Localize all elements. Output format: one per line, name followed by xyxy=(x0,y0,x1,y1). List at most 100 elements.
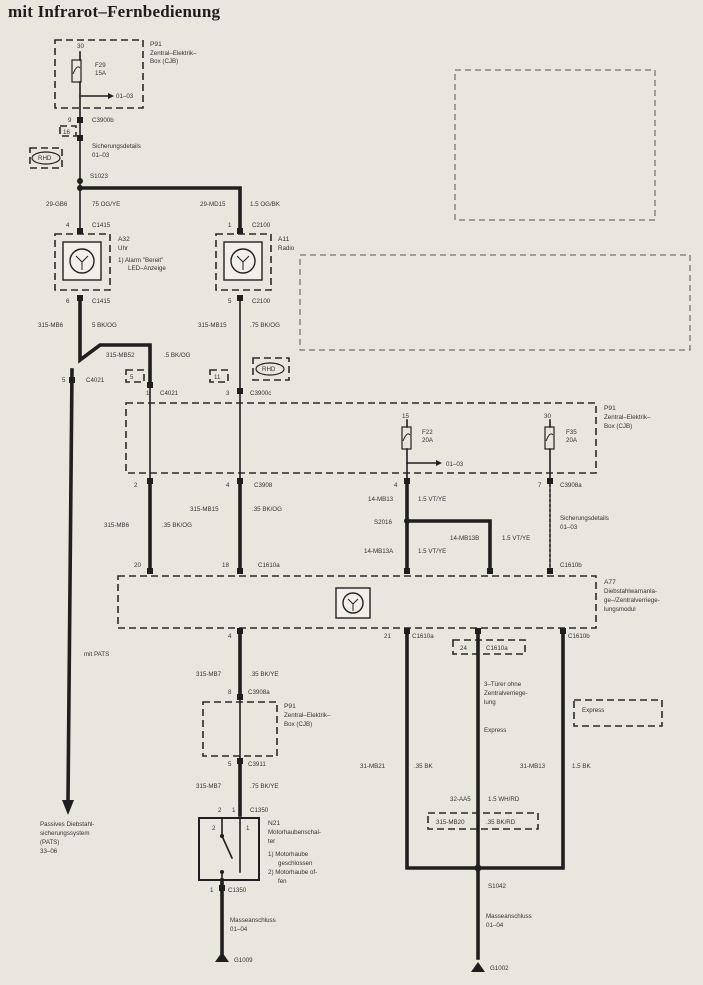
wire-mb13b-code: 14-MB13B xyxy=(450,535,479,542)
rhd-badge xyxy=(31,151,61,165)
arrow-icon xyxy=(436,460,442,466)
arrow-down-icon xyxy=(62,800,74,815)
fuse-icon xyxy=(71,59,82,83)
wire-lower-right-code: 315-MB15 xyxy=(190,506,219,513)
splice-dot xyxy=(474,864,482,872)
ground-icon xyxy=(215,952,229,962)
pats-line1: Passives Diebstahl- xyxy=(40,821,94,828)
mit-pats-label: mit PATS xyxy=(84,651,109,658)
module-a77-desc2: ge–/Zentralverriege- xyxy=(604,597,660,604)
fuse-icon xyxy=(401,426,412,450)
wire-mid-right-color: .75 BK/OG xyxy=(250,322,280,329)
n21-pos-2: 2 xyxy=(212,825,216,832)
c1610-name-e: C1610a xyxy=(486,645,508,652)
cjb-mid-fuse2-amp: 20A xyxy=(566,437,578,444)
splice-s2016: S2016 xyxy=(374,519,392,526)
splice-dot xyxy=(404,518,410,524)
fuse-box-top-desc2: Box (CJB) xyxy=(150,58,178,65)
wire-mb7b-pin: 5 xyxy=(228,761,232,768)
cjb-mid-fuse1-id: F22 xyxy=(422,429,433,436)
module-icon xyxy=(342,592,364,614)
right-alt-code: 315-MB20 xyxy=(436,819,465,826)
c1610-name-c: C1610a xyxy=(412,633,434,640)
unit-a32: 4 C1415 A32 Uhr 1) Alarm "Bereit" LED–An… xyxy=(54,222,166,305)
pats-line2: sicherungssystem xyxy=(40,830,90,837)
conn-row-conn-a: C4021 xyxy=(86,377,105,384)
a11-name: A11 xyxy=(278,236,290,243)
a32-pin-in: 4 xyxy=(66,222,70,229)
conn-top-name: C3900b xyxy=(92,117,114,124)
n21-pin-a: 2 xyxy=(218,807,222,814)
c1610-pin-b: 18 xyxy=(222,562,229,569)
wire-mb7-pin: 8 xyxy=(228,689,232,696)
a11-desc1: Radio xyxy=(278,245,295,252)
wire-right-top-color: 1.5 OG/BK xyxy=(250,201,281,208)
c3908-pin-a: 2 xyxy=(134,482,138,489)
conn-row-pin-c: 3 xyxy=(226,390,230,397)
wire-mb7-code: 315-MB7 xyxy=(196,671,222,678)
n21-conn: C1350 xyxy=(250,807,269,814)
fuse-detail-label: Sicherungsdetails xyxy=(92,143,141,150)
a32-conn-out: C1415 xyxy=(92,298,111,305)
c3908-name: C3908 xyxy=(254,482,273,489)
cjb-mid-fuse1-amp: 20A xyxy=(422,437,434,444)
module-icon xyxy=(69,248,95,274)
right-w-left-color: .35 BK xyxy=(414,763,433,770)
c1610-pin-c: 4 xyxy=(228,633,232,640)
background-box xyxy=(454,69,656,221)
ground-icon xyxy=(471,962,485,972)
c1610-pin-a: 20 xyxy=(134,562,141,569)
wire-mid-left-code: 315-MB6 xyxy=(38,322,64,329)
module-a77-name: A77 xyxy=(604,579,616,586)
a11-conn-out: C2100 xyxy=(252,298,271,305)
conn-row-pin-b: 1 xyxy=(146,390,150,397)
cjb-mid-fuse2-id: F35 xyxy=(566,429,577,436)
fuse-element-icon xyxy=(72,66,81,75)
a32-desc3: LED–Anzeige xyxy=(128,265,166,272)
wire-mb13-color: 1.5 VT/YE xyxy=(418,496,446,503)
n21-name: N21 xyxy=(268,820,280,827)
right-w-right-color: 1.5 BK xyxy=(572,763,591,770)
cjb-low-name: P91 xyxy=(284,703,296,710)
page-title: mit Infrarot–Fernbedienung xyxy=(8,2,221,21)
cjb-mid-ref: 01–03 xyxy=(446,461,464,468)
cjb-mid-fuse2-pin: 30 xyxy=(544,413,551,420)
c1610-pin-e: 24 xyxy=(460,645,467,652)
splice-dot xyxy=(77,178,83,184)
right-note2: Zentralverriege- xyxy=(484,690,528,697)
a32-desc2: 1) Alarm "Bereit" xyxy=(118,257,163,264)
n21-pin-out: 1 xyxy=(210,887,214,894)
right-ground-id: G1002 xyxy=(490,965,509,972)
cjb-mid-desc1: Zentral–Elektrik– xyxy=(604,414,651,421)
fuse-box-top-pin: 30 xyxy=(77,43,84,50)
right-ground-label1: Masseanschluss xyxy=(486,913,532,920)
conn-row-pin-a: 5 xyxy=(62,377,66,384)
right-w-right-code: 31-MB13 xyxy=(520,763,546,770)
ground-left-label1: Masseanschluss xyxy=(230,917,276,924)
ground-left-label2: 01–04 xyxy=(230,926,248,933)
wire-lower-left-color: .35 BK/OG xyxy=(162,522,192,529)
cjb-mid-desc2: Box (CJB) xyxy=(604,423,632,430)
fuse-box-top-fuse-amp: 15A xyxy=(95,70,107,77)
fuse-detail-ref-2: 01–03 xyxy=(560,524,578,531)
n21-desc1: Motorhaubenschal- xyxy=(268,829,321,836)
conn-row-num-b: 11 xyxy=(214,374,221,381)
fuse-box-top-ref: 01–03 xyxy=(116,93,134,100)
cjb-low-desc2: Box (CJB) xyxy=(284,721,312,728)
wire-mb52-code: 315-MB52 xyxy=(106,352,135,359)
right-w-mid-code: 32-AA5 xyxy=(450,796,471,803)
wire-mb52-color: .5 BK/OG xyxy=(164,352,191,359)
wire-mb13-code: 14-MB13 xyxy=(368,496,394,503)
a32-name: A32 xyxy=(118,236,130,243)
cjb-mid-name: P91 xyxy=(604,405,616,412)
wire-mb13a-color: 1.5 VT/YE xyxy=(418,548,446,555)
c1610-name-d: C1610b xyxy=(568,633,590,640)
fuse-icon xyxy=(544,426,555,450)
module-a77-desc3: lungsmodul xyxy=(604,606,636,613)
right-alt-color: .35 BK/RD xyxy=(486,819,516,826)
cjb-low: P91 Zentral–Elektrik– Box (CJB) xyxy=(202,701,331,757)
right-note3: lung xyxy=(484,699,496,706)
right-w-mid-color: 1.5 WH/RD xyxy=(488,796,520,803)
ground-left-id: G1009 xyxy=(234,957,253,964)
